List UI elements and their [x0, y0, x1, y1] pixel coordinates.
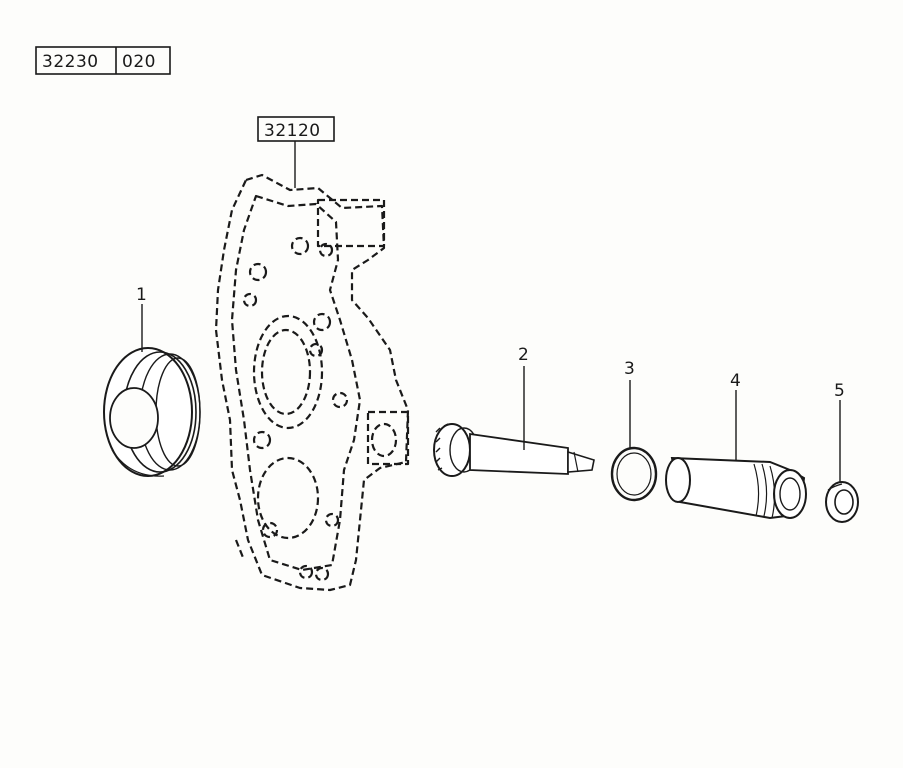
housing-reference-box: 32120 — [257, 116, 335, 188]
pump-housing-phantom — [214, 173, 410, 592]
part-2-shaft: 2 — [433, 345, 595, 477]
callout-3: 3 — [624, 359, 635, 379]
callout-1: 1 — [136, 285, 147, 305]
part-3-o-ring: 3 — [610, 359, 658, 502]
part-1-cover: 1 — [103, 285, 201, 477]
callout-5: 5 — [834, 381, 845, 401]
reference-group-code: 32230 — [42, 52, 99, 72]
callout-2: 2 — [518, 345, 529, 365]
reference-box: 32230 020 — [35, 46, 171, 75]
reference-variant-code: 020 — [122, 52, 156, 72]
part-5-seal: 5 — [825, 381, 859, 523]
part-4-sleeve: 4 — [665, 371, 807, 520]
housing-reference-code: 32120 — [264, 121, 321, 141]
callout-4: 4 — [730, 371, 741, 391]
